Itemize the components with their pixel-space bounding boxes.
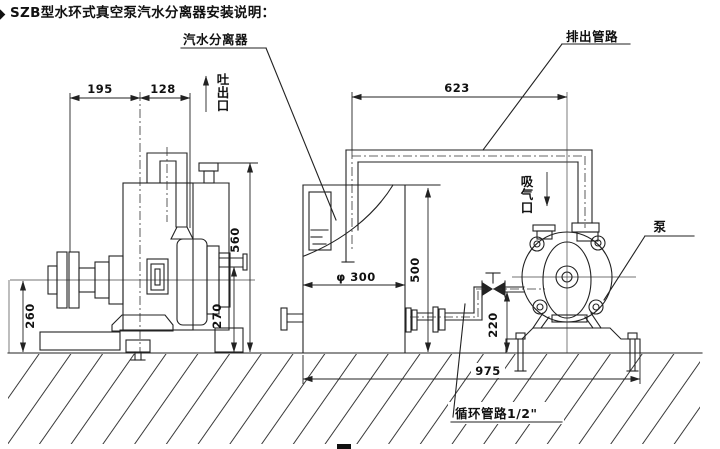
separator-tank <box>280 184 441 354</box>
union-flange <box>438 308 446 331</box>
base-plate <box>39 331 121 351</box>
label-backing <box>448 402 564 424</box>
page-title: SZB型水环式真空泵汽水分离器安装说明： <box>10 4 275 21</box>
pump-pedestal <box>505 327 641 354</box>
pump-suction-neck <box>576 231 599 242</box>
casing-plate <box>218 252 231 308</box>
dim-195-label: 195 <box>87 82 113 96</box>
discharge-piping <box>341 149 600 263</box>
dim-dia300-label: φ 300 <box>336 270 376 284</box>
tank-flange <box>411 309 418 331</box>
dim-623-label: 623 <box>444 81 470 95</box>
circulation-pipe-leader <box>452 303 466 418</box>
suction-flange <box>571 222 600 233</box>
pump-port-neck <box>536 230 553 240</box>
bolt <box>592 303 600 311</box>
dimension-annotations: 195 128 623 560 270 260 500 220 975 φ 30… <box>19 81 641 384</box>
figure-caption-partial <box>337 444 351 449</box>
pump-leader <box>603 235 646 301</box>
casing-disc <box>176 238 208 326</box>
internal-funnel-curve <box>303 184 394 257</box>
sight-glass <box>308 191 332 251</box>
pump-leg <box>540 316 550 329</box>
union-flange <box>432 306 439 333</box>
bolt-boss <box>515 332 526 340</box>
dim-220-label: 220 <box>486 312 500 338</box>
suction-stub-plate <box>242 253 248 271</box>
foot-pad <box>125 339 151 353</box>
pump-inner-chamber <box>542 241 592 319</box>
dim-560-label: 560 <box>228 227 242 253</box>
pump-leg <box>532 312 544 329</box>
bearing-core <box>154 268 161 286</box>
pump-leg <box>590 312 602 329</box>
pulley-disc <box>56 251 68 309</box>
loop-pipe-inner <box>159 160 177 228</box>
left-pump-side-view <box>8 92 255 361</box>
outlet-port-label: 吐出口 <box>215 72 230 112</box>
dim-975-label: 975 <box>475 364 501 378</box>
discharge-pipe-leader <box>482 43 563 151</box>
dim-260-label: 260 <box>23 303 37 329</box>
title-bullet-icon: ◆ <box>0 6 6 22</box>
discharge-pipe-label: 排出管路 <box>566 29 618 44</box>
separator-label: 汽水分离器 <box>183 32 248 47</box>
circulation-pipe-label: 循环管路1/2" <box>455 406 537 421</box>
label-backing <box>471 363 505 378</box>
separator-leader <box>265 47 337 221</box>
valve-body <box>482 282 493 296</box>
outlet-neck <box>203 170 215 184</box>
callout-labels: ◆ SZB型水环式真空泵汽水分离器安装说明： 汽水分离器 排出管路 吐出口 吸气… <box>0 4 695 424</box>
dim-500-label: 500 <box>408 257 422 283</box>
suction-port-label: 吸气口 <box>519 175 534 214</box>
circulation-piping <box>405 272 545 333</box>
pump-leg <box>584 316 594 329</box>
pump-seat-block <box>551 314 588 323</box>
pump-hub <box>555 265 579 289</box>
casing-cone <box>170 226 194 240</box>
bearing-box-inner <box>150 263 165 291</box>
bolt <box>536 303 544 311</box>
bolt-boss <box>627 332 638 340</box>
drain-stub-flange <box>280 307 288 331</box>
pump-port-cap <box>532 224 556 232</box>
bearing-box <box>146 258 169 295</box>
right-foot-block <box>214 327 244 353</box>
dim-270-label: 270 <box>210 303 224 329</box>
support-bracket <box>111 314 174 332</box>
tank-flange <box>405 307 412 333</box>
bolt-lug <box>588 299 604 315</box>
bolt-lug <box>532 299 548 315</box>
vacuum-pump-front-view <box>505 92 641 372</box>
foundation-ground <box>7 352 703 449</box>
pump-body <box>122 182 194 331</box>
bolt <box>533 240 541 248</box>
outlet-flange <box>198 162 219 172</box>
pump-shaft-end <box>561 271 573 283</box>
dim-128-label: 128 <box>150 82 176 96</box>
pump-label: 泵 <box>653 219 666 234</box>
ground-hatching <box>8 354 700 444</box>
